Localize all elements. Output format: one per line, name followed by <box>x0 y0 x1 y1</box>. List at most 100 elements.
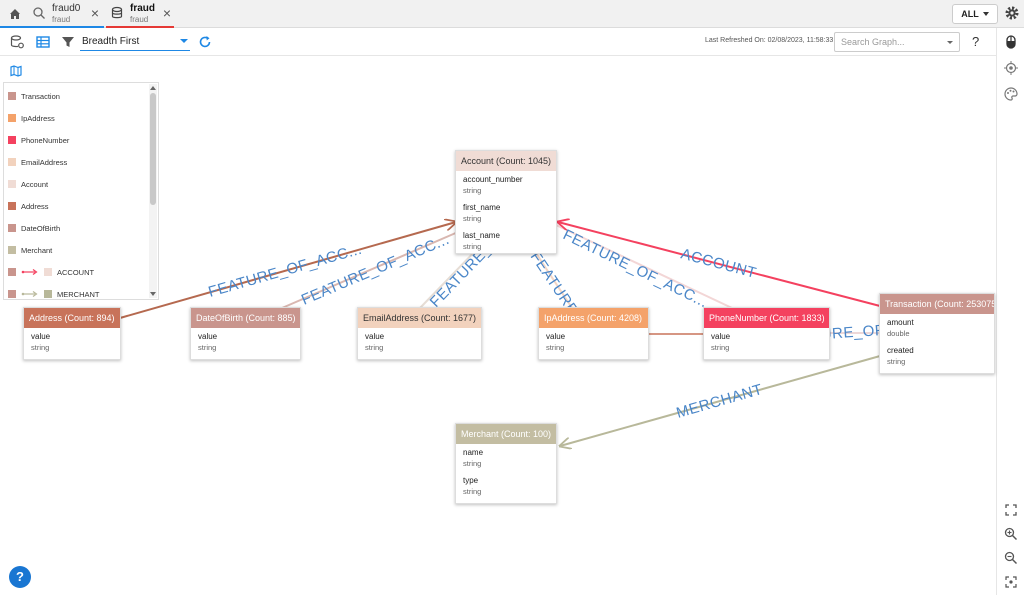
node-emailaddress[interactable]: EmailAddress (Count: 1677) value string <box>357 307 482 360</box>
node-ipaddress[interactable]: IpAddress (Count: 4208) value string <box>538 307 649 360</box>
legend-label: Address <box>21 201 49 211</box>
property-name: amount <box>887 318 914 327</box>
layout-select[interactable]: Breadth First <box>80 35 190 51</box>
property-name: created <box>887 346 914 355</box>
node-property: first_name string <box>456 195 556 223</box>
legend-label: Merchant <box>21 245 53 255</box>
scope-dropdown-button[interactable]: ALL <box>952 4 998 24</box>
property-name: value <box>546 332 566 341</box>
legend-item-dateofbirth[interactable]: DateOfBirth <box>8 221 60 235</box>
node-dateofbirth[interactable]: DateOfBirth (Count: 885) value string <box>190 307 301 360</box>
legend-swatch <box>8 268 16 276</box>
property-name: account_number <box>463 175 523 184</box>
node-property: last_name string <box>456 223 556 251</box>
target-icon[interactable] <box>1003 60 1019 76</box>
legend-item-account-edge[interactable]: ACCOUNT <box>8 265 94 279</box>
property-name: value <box>365 332 385 341</box>
tab-fraud[interactable]: fraud fraud × <box>106 0 174 28</box>
edge-address-account[interactable] <box>119 222 456 319</box>
legend-item-merchant-edge[interactable]: MERCHANT <box>8 287 100 299</box>
zoom-in-icon[interactable] <box>1003 526 1019 542</box>
property-type: string <box>711 343 730 352</box>
legend-swatch <box>8 246 16 254</box>
legend-label: IpAddress <box>21 113 55 123</box>
palette-icon[interactable] <box>1003 86 1019 102</box>
table-view-icon[interactable] <box>35 34 51 50</box>
edge-label: MERCHANT <box>674 381 764 422</box>
property-type: string <box>463 186 482 195</box>
legend-swatch <box>44 290 52 298</box>
tab-underline <box>0 26 104 28</box>
fit-screen-icon[interactable] <box>1003 502 1019 518</box>
tab-subtitle: fraud <box>52 15 71 24</box>
property-type: string <box>887 357 906 366</box>
legend-item-merchant[interactable]: Merchant <box>8 243 52 257</box>
node-title: IpAddress (Count: 4208) <box>539 308 648 328</box>
legend-item-ipaddress[interactable]: IpAddress <box>8 111 55 125</box>
legend-swatch <box>8 202 16 210</box>
home-icon[interactable] <box>4 4 26 24</box>
graph-search-icon <box>32 6 46 20</box>
legend-swatch <box>8 180 16 188</box>
node-account[interactable]: Account (Count: 1045) account_number str… <box>455 150 557 254</box>
node-property: value string <box>704 328 829 352</box>
node-merchant[interactable]: Merchant (Count: 100) name string type s… <box>455 423 557 504</box>
gear-icon[interactable] <box>1004 5 1020 21</box>
legend-item-address[interactable]: Address <box>8 199 49 213</box>
filter-icon[interactable] <box>60 34 76 50</box>
search-placeholder: Search Graph... <box>841 37 905 47</box>
zoom-out-icon[interactable] <box>1003 550 1019 566</box>
right-rail <box>996 28 1024 595</box>
property-type: string <box>198 343 217 352</box>
scroll-down-icon[interactable] <box>150 292 156 296</box>
node-title: Account (Count: 1045) <box>456 151 556 171</box>
search-graph-input[interactable]: Search Graph... <box>834 32 960 52</box>
edge-dob-account[interactable] <box>281 231 459 309</box>
legend-label: MERCHANT <box>57 289 100 299</box>
mouse-icon[interactable] <box>1003 34 1019 50</box>
property-name: value <box>711 332 731 341</box>
node-property: created string <box>880 338 994 366</box>
legend-swatch <box>8 290 16 298</box>
close-icon[interactable]: × <box>90 5 100 21</box>
close-icon[interactable]: × <box>162 5 172 21</box>
edge-email-account[interactable] <box>419 243 483 309</box>
map-icon[interactable] <box>10 64 22 77</box>
caret-down-icon <box>180 39 188 43</box>
legend-label: DateOfBirth <box>21 223 61 233</box>
last-refreshed-text: Last Refreshed On: 02/08/2023, 11:58:33 <box>705 37 834 44</box>
edge-transaction-merchant[interactable] <box>560 355 881 446</box>
edge-phone-account[interactable] <box>555 224 733 309</box>
legend-item-account[interactable]: Account <box>8 177 48 191</box>
property-type: string <box>463 459 482 468</box>
edge-arrow-icon <box>21 269 38 275</box>
legend-swatch <box>8 224 16 232</box>
node-property: name string <box>456 444 556 468</box>
caret-down-icon <box>982 12 989 16</box>
node-property: value string <box>191 328 300 352</box>
database-settings-icon[interactable] <box>9 34 25 50</box>
property-name: name <box>463 448 484 457</box>
legend-label: PhoneNumber <box>21 135 70 145</box>
edge-ip-account[interactable] <box>529 243 573 309</box>
node-address[interactable]: Address (Count: 894) value string <box>23 307 121 360</box>
legend-scrollbar-thumb[interactable] <box>150 93 156 205</box>
node-phonenumber[interactable]: PhoneNumber (Count: 1833) value string <box>703 307 830 360</box>
legend-item-emailaddress[interactable]: EmailAddress <box>8 155 67 169</box>
node-title: Address (Count: 894) <box>24 308 120 328</box>
legend-swatch <box>8 92 16 100</box>
node-property: value string <box>358 328 481 352</box>
scroll-up-icon[interactable] <box>150 86 156 90</box>
help-fab-button[interactable]: ? <box>9 566 31 588</box>
tab-fraud0[interactable]: fraud0 fraud × <box>28 0 104 28</box>
help-button[interactable]: ? <box>972 34 980 49</box>
legend-item-phonenumber[interactable]: PhoneNumber <box>8 133 69 147</box>
legend-swatch <box>8 158 16 166</box>
legend-item-transaction[interactable]: Transaction <box>8 89 60 103</box>
edge-transaction-account[interactable] <box>558 222 881 307</box>
focus-icon[interactable] <box>1003 574 1019 590</box>
node-transaction[interactable]: Transaction (Count: 253075) amount doubl… <box>879 293 995 374</box>
node-property: type string <box>456 468 556 496</box>
property-name: value <box>31 332 51 341</box>
refresh-icon[interactable] <box>197 34 213 50</box>
